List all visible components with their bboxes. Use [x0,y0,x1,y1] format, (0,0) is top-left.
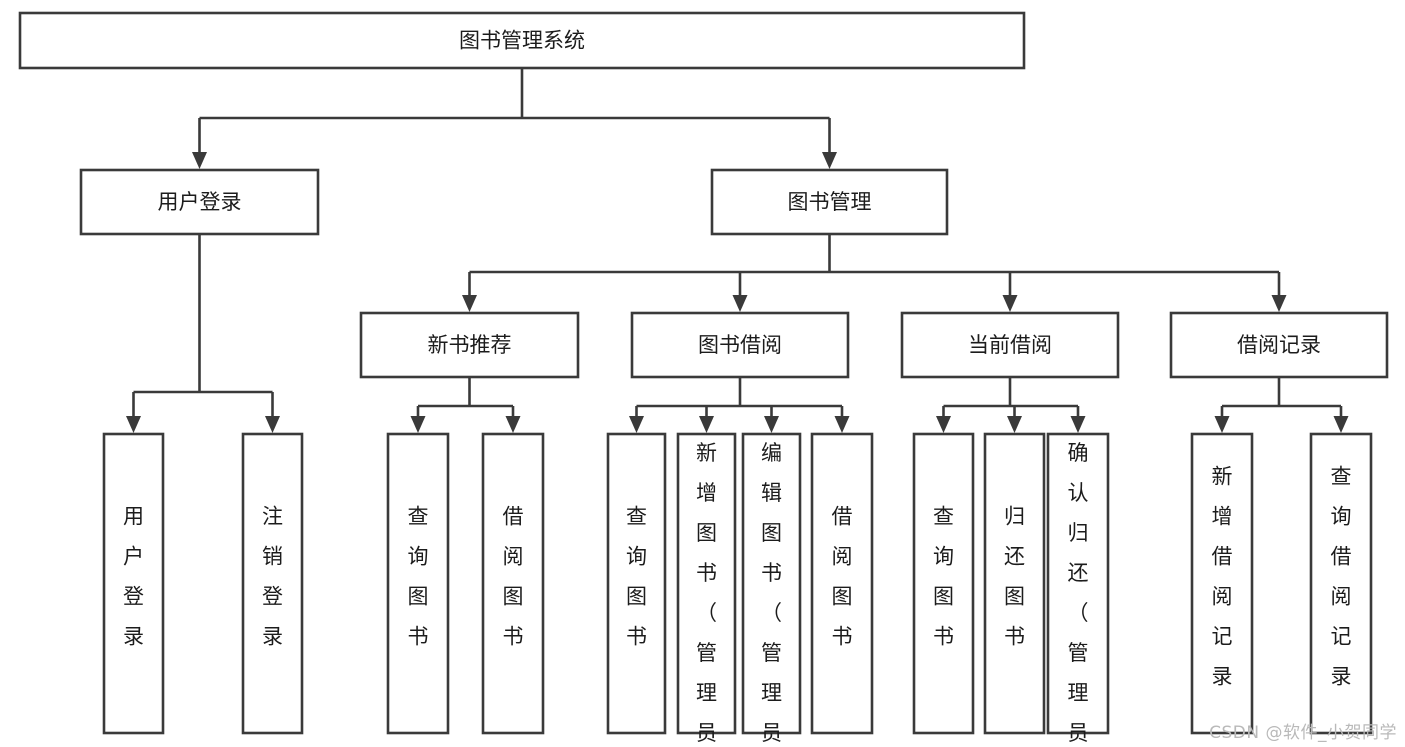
node-level3-1[interactable]: 图书借阅 [630,311,850,379]
leaf-borrow-leaves-0[interactable]: 查询图书 [606,432,667,735]
edge-record-to-leaves [1214,377,1349,433]
node-label: 用户登录 [158,190,242,214]
connector-layer [126,68,1349,433]
leaf-record-leaves-0[interactable]: 新增借阅记录 [1190,432,1254,735]
leaf-user-login-leaves-1[interactable]: 注销登录 [241,432,304,735]
leaf-borrow-leaves-3[interactable]: 借阅图书 [810,432,874,735]
node-label: 新增借阅记录 [1212,465,1233,689]
watermark-text: CSDN @软件_小贺同学 [1209,723,1397,743]
node-level3-3[interactable]: 借阅记录 [1169,311,1389,379]
node-level3-0[interactable]: 新书推荐 [359,311,580,379]
node-label: 图书管理系统 [459,29,585,53]
node-label: 查询图书 [626,505,647,649]
node-label: 编辑图书（管理员） [761,441,782,747]
node-label: 借阅记录 [1237,333,1321,357]
leaf-current-borrow-leaves-1[interactable]: 归还图书 [983,432,1046,735]
node-label: 图书管理 [788,190,872,214]
leaf-borrow-leaves-1[interactable]: 新增图书（管理员） [676,432,737,747]
node-label: 借阅图书 [832,505,853,649]
leaf-borrow-leaves-2[interactable]: 编辑图书（管理员） [741,432,802,747]
edge-currentborrow-to-leaves [936,377,1086,433]
node-label: 查询借阅记录 [1331,465,1352,689]
node-label: 查询图书 [933,505,954,649]
leaf-current-borrow-leaves-2[interactable]: 确认归还（管理员） [1046,432,1110,747]
edge-bookmanage-to-level3 [462,234,1287,312]
node-label: 新增图书（管理员） [696,441,717,747]
node-level3-2[interactable]: 当前借阅 [900,311,1120,379]
node-label: 确认归还（管理员） [1068,441,1089,747]
leaf-new-book-leaves-0[interactable]: 查询图书 [386,432,450,735]
edge-newbook-to-leaves [410,377,521,433]
leaf-record-leaves-1[interactable]: 查询借阅记录 [1309,432,1373,735]
node-label: 归还图书 [1004,505,1025,649]
node-layer: 图书管理系统用户登录图书管理新书推荐图书借阅当前借阅借阅记录用户登录注销登录查询… [18,11,1389,747]
leaf-user-login-leaves-0[interactable]: 用户登录 [102,432,165,735]
node-label: 当前借阅 [968,333,1052,357]
node-level2-0[interactable]: 用户登录 [79,168,320,236]
leaf-new-book-leaves-1[interactable]: 借阅图书 [481,432,545,735]
node-label: 图书借阅 [698,333,782,357]
leaf-current-borrow-leaves-0[interactable]: 查询图书 [912,432,975,735]
node-label: 新书推荐 [428,333,512,357]
node-label: 查询图书 [408,505,429,649]
edge-borrow-to-leaves [629,377,850,433]
node-label: 注销登录 [262,505,283,649]
edge-root-to-level2 [192,68,837,169]
node-label: 用户登录 [123,505,144,649]
node-root-system[interactable]: 图书管理系统 [18,11,1026,70]
edge-userlogin-to-leaves [126,234,280,433]
node-level2-1[interactable]: 图书管理 [710,168,949,236]
node-label: 借阅图书 [503,505,524,649]
